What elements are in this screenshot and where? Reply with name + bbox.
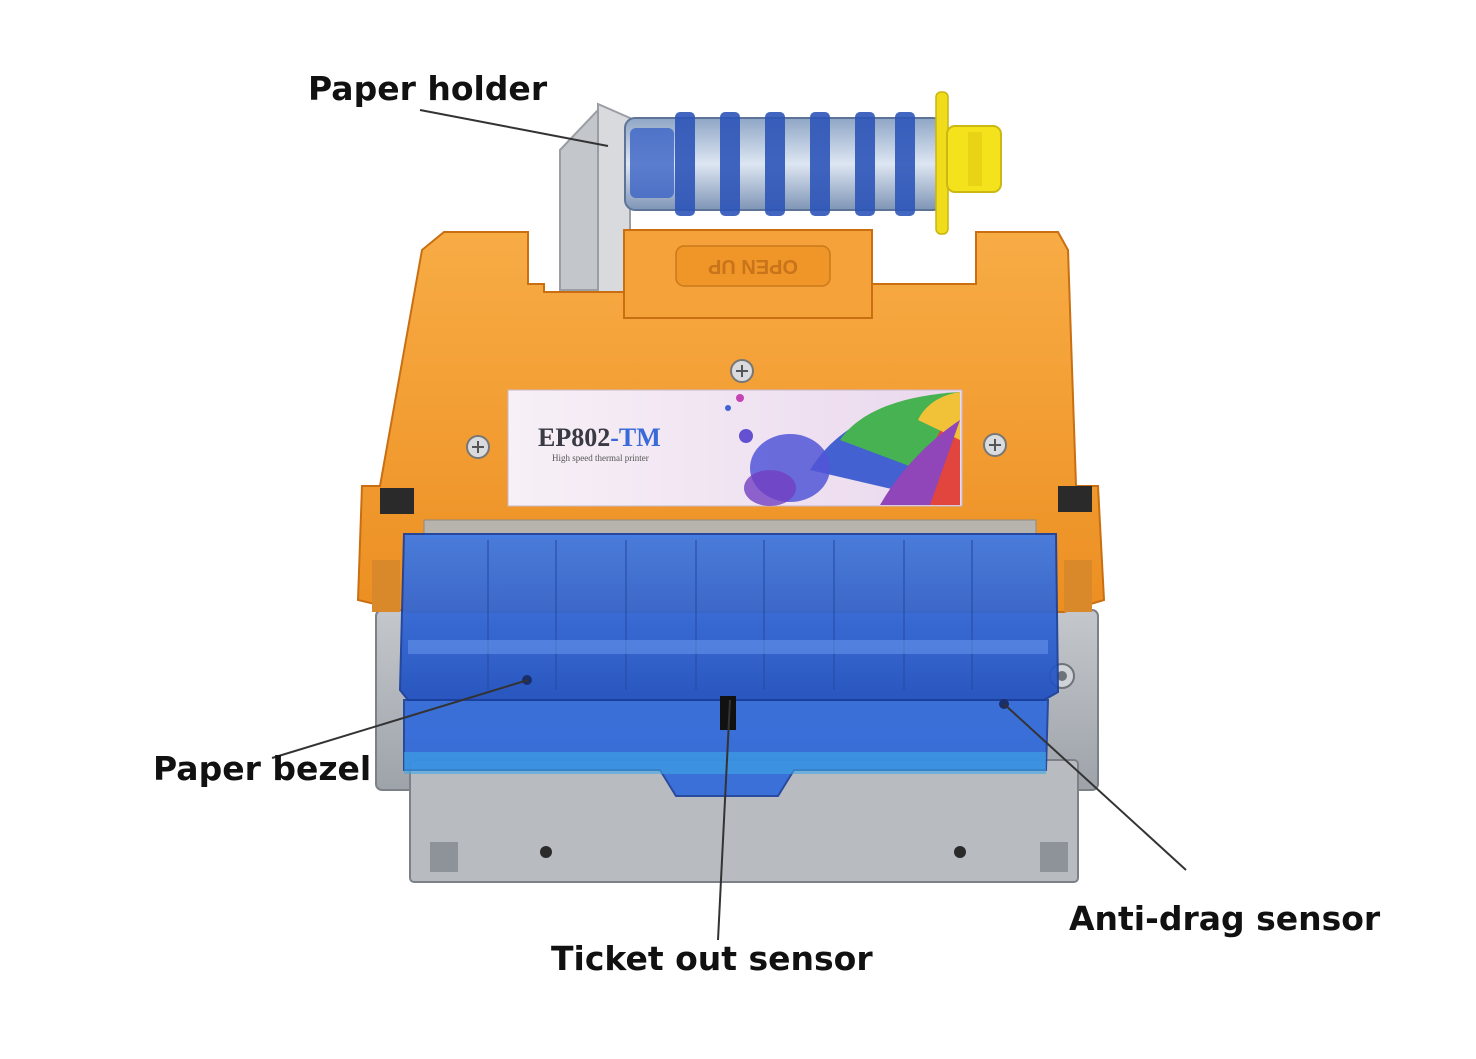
screw-icon bbox=[466, 435, 490, 459]
model-subtitle: High speed thermal printer bbox=[552, 453, 649, 463]
label-ticket-out-sensor: Ticket out sensor bbox=[551, 939, 873, 978]
callout-line-paper-holder bbox=[419, 109, 609, 147]
model-suffix: -TM bbox=[610, 423, 661, 452]
paper-bezel bbox=[398, 519, 1060, 797]
callout-lines bbox=[271, 109, 1187, 941]
svg-text:EP802-TM: EP802-TM bbox=[538, 423, 661, 452]
callout-line-anti-drag-sensor bbox=[1003, 703, 1187, 871]
paper-holder bbox=[559, 91, 1002, 293]
lid-embossing: OPEN UP bbox=[708, 255, 798, 277]
callout-line-paper-bezel bbox=[271, 679, 529, 759]
model-label: EP802-TM High speed thermal printer bbox=[507, 389, 963, 507]
callout-line-ticket-out-sensor bbox=[717, 699, 731, 941]
label-paper-bezel: Paper bezel bbox=[153, 749, 372, 788]
screw-icon bbox=[983, 433, 1007, 457]
screw-icon bbox=[730, 359, 754, 383]
model-name: EP802 bbox=[538, 423, 610, 452]
printer-housing: OPEN UP bbox=[356, 229, 1106, 613]
label-anti-drag-sensor: Anti-drag sensor bbox=[1069, 899, 1381, 938]
label-paper-holder: Paper holder bbox=[308, 69, 548, 108]
